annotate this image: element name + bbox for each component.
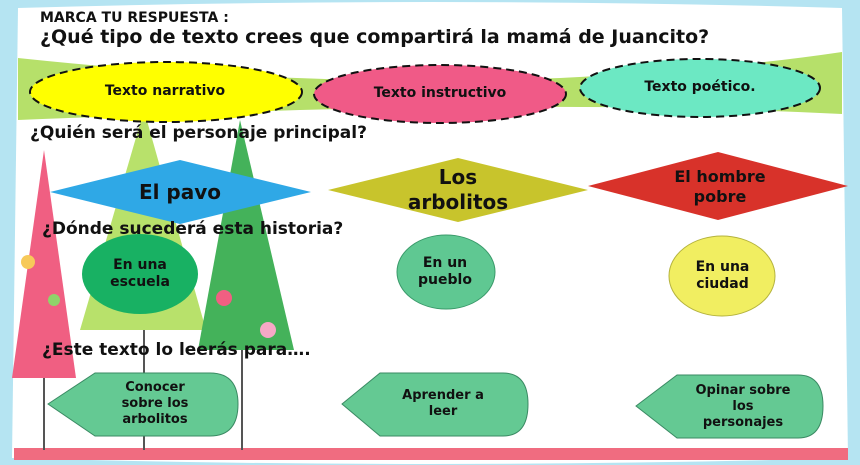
q1-option-instructivo[interactable]: Texto instructivo	[373, 85, 507, 102]
q2-option-pavo[interactable]: El pavo	[138, 179, 222, 204]
q4-option-aprender[interactable]: Aprender a leer	[402, 387, 484, 419]
q2-option-2-shape[interactable]	[588, 152, 848, 220]
q3-option-0-shape[interactable]	[82, 234, 198, 314]
q3-option-1-shape[interactable]	[396, 234, 496, 310]
q2-option-arbolitos[interactable]: Los arbolitos	[407, 165, 509, 214]
tree-left	[12, 150, 76, 450]
q3-option-pueblo[interactable]: En un pueblo	[418, 254, 472, 289]
question-2: ¿Quién será el personaje principal?	[30, 123, 367, 143]
q1-option-poetico[interactable]: Texto poético.	[644, 79, 756, 96]
question-3: ¿Dónde sucederá esta historia?	[42, 219, 344, 239]
q1-option-2-shape[interactable]	[579, 58, 821, 118]
q1-option-1-shape[interactable]	[313, 64, 567, 124]
q1-option-narrativo[interactable]: Texto narrativo	[104, 83, 226, 100]
question-1: ¿Qué tipo de texto crees que compartirá …	[40, 26, 710, 48]
q4-option-1-shape[interactable]	[341, 372, 529, 437]
q3-option-ciudad[interactable]: En una ciudad	[695, 258, 750, 293]
q1-option-0-shape[interactable]	[29, 61, 303, 123]
q3-option-escuela[interactable]: En una escuela	[110, 256, 170, 291]
q4-option-conocer[interactable]: Conocer sobre los arbolitos	[121, 379, 189, 428]
q4-option-2-shape[interactable]	[635, 374, 824, 439]
q2-option-0-shape[interactable]	[50, 160, 311, 224]
question-4: ¿Este texto lo leerás para….	[42, 340, 311, 360]
q2-option-1-shape[interactable]	[328, 158, 588, 222]
q3-option-2-shape[interactable]	[668, 235, 776, 317]
instruction-title: MARCA TU RESPUESTA :	[40, 10, 229, 26]
q4-option-0-shape[interactable]	[47, 372, 239, 437]
pink-ground	[14, 448, 848, 460]
q4-option-opinar[interactable]: Opinar sobre los personajes	[695, 382, 791, 431]
q2-option-hombre-pobre[interactable]: El hombre pobre	[674, 167, 766, 206]
tree-right	[198, 120, 294, 450]
